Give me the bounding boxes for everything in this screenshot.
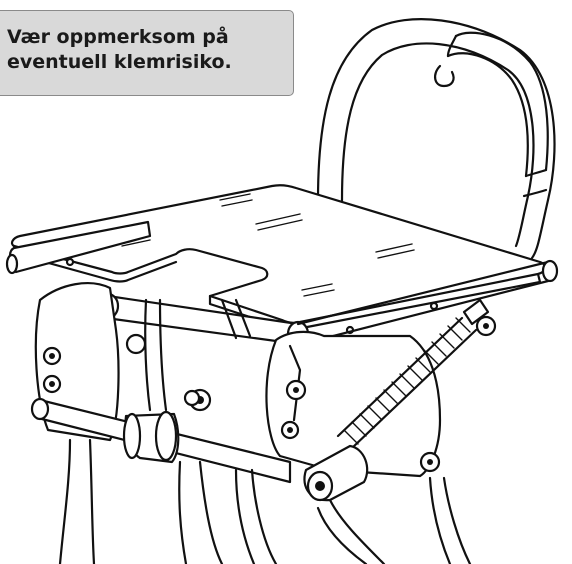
left-side-plate xyxy=(34,282,120,442)
handle-grip-inner xyxy=(446,52,529,178)
seat-slot xyxy=(121,239,151,247)
handle-grip xyxy=(454,31,549,172)
seat-slot xyxy=(301,283,333,291)
gas-spring-coil xyxy=(336,316,478,450)
warning-callout: Vær oppmerksom på eventuell klemrisiko. xyxy=(0,10,294,96)
seat-slot xyxy=(257,219,303,231)
seat-slot xyxy=(375,243,413,253)
handle-clip xyxy=(434,64,455,88)
seat-slot xyxy=(221,199,253,207)
seat-slot xyxy=(377,249,415,259)
seat-slot xyxy=(219,193,251,201)
callout-line-1: Vær oppmerksom på xyxy=(7,26,229,48)
legs xyxy=(58,438,472,564)
seat-slot xyxy=(303,289,335,297)
seat-slot xyxy=(255,213,301,225)
callout-line-2: eventuell klemrisiko. xyxy=(7,51,232,73)
right-side-plate xyxy=(265,330,442,478)
